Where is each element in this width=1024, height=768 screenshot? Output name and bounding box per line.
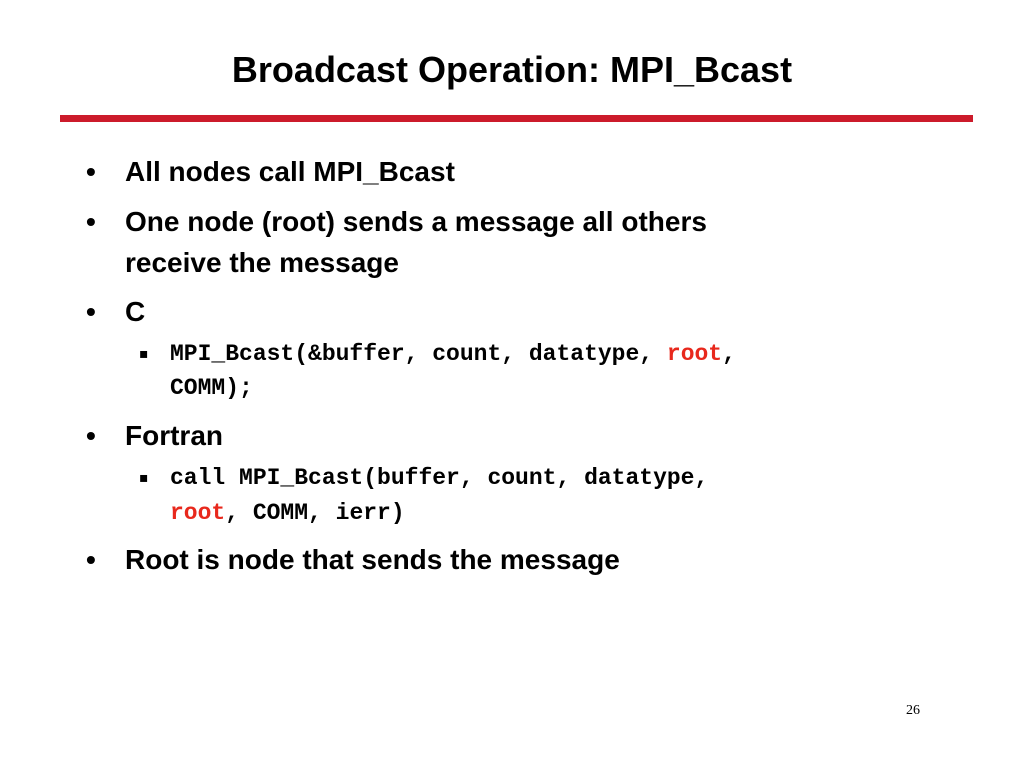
- code-text: MPI_Bcast(&buffer, count, datatype,: [170, 341, 667, 367]
- code-line: root, COMM, ierr): [170, 496, 405, 530]
- square-bullet-icon: ▪: [139, 346, 149, 362]
- code-text: , COMM, ierr): [225, 500, 405, 526]
- code-line: COMM);: [170, 375, 253, 401]
- bullet-text: receive the message: [125, 247, 399, 278]
- bullet-text: C: [125, 296, 146, 327]
- code-line: call MPI_Bcast(buffer, count, datatype,: [170, 465, 709, 491]
- code-keyword-root: root: [170, 500, 226, 526]
- bullet-text: All nodes call MPI_Bcast: [125, 156, 455, 187]
- slide-title: Broadcast Operation: MPI_Bcast: [231, 49, 793, 90]
- bullet-text: Root is node that sends the message: [125, 544, 620, 575]
- title-divider: [60, 115, 973, 122]
- bullet-text: One node (root) sends a message all othe…: [125, 206, 707, 237]
- bullet-dot-icon: •: [86, 206, 96, 237]
- code-text: ,: [722, 341, 736, 367]
- page-number: 26: [906, 703, 920, 718]
- code-line: MPI_Bcast(&buffer, count, datatype, root…: [170, 337, 736, 371]
- bullet-dot-icon: •: [86, 420, 96, 451]
- bullet-dot-icon: •: [86, 296, 96, 327]
- code-keyword-root: root: [666, 341, 723, 367]
- bullet-dot-icon: •: [86, 156, 96, 187]
- bullet-dot-icon: •: [86, 544, 96, 575]
- square-bullet-icon: ▪: [139, 470, 149, 486]
- bullet-text: Fortran: [125, 420, 223, 451]
